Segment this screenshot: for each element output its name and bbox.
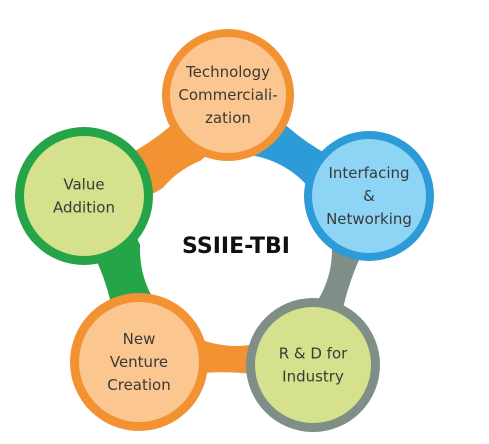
center-hole <box>140 154 332 346</box>
node-venture-label-line: New <box>123 330 156 348</box>
node-value-label-line: Value <box>63 176 104 194</box>
node-interfacing-label-line: Networking <box>326 210 412 228</box>
center-label: SSIIE-TBI <box>182 234 290 259</box>
node-interfacing-fill <box>312 139 426 253</box>
node-venture-label-line: Venture <box>110 353 168 371</box>
node-technology-label-line: zation <box>205 109 251 127</box>
node-interfacing-label-line: & <box>363 187 375 205</box>
node-rnd-label-line: R & D for <box>279 345 348 363</box>
node-technology-label-line: Commerciali- <box>178 86 277 104</box>
node-venture-fill <box>79 302 199 422</box>
node-rnd-label-line: Industry <box>282 368 344 386</box>
node-rnd-fill <box>255 307 371 423</box>
node-technology-fill <box>170 37 286 153</box>
node-value-fill <box>24 136 144 256</box>
node-technology-label-line: Technology <box>185 63 270 81</box>
node-interfacing: Interfacing & Networking <box>304 131 434 261</box>
node-venture-label-line: Creation <box>107 376 170 394</box>
node-interfacing-label-line: Interfacing <box>328 164 409 182</box>
node-value-label-line: Addition <box>53 199 115 217</box>
